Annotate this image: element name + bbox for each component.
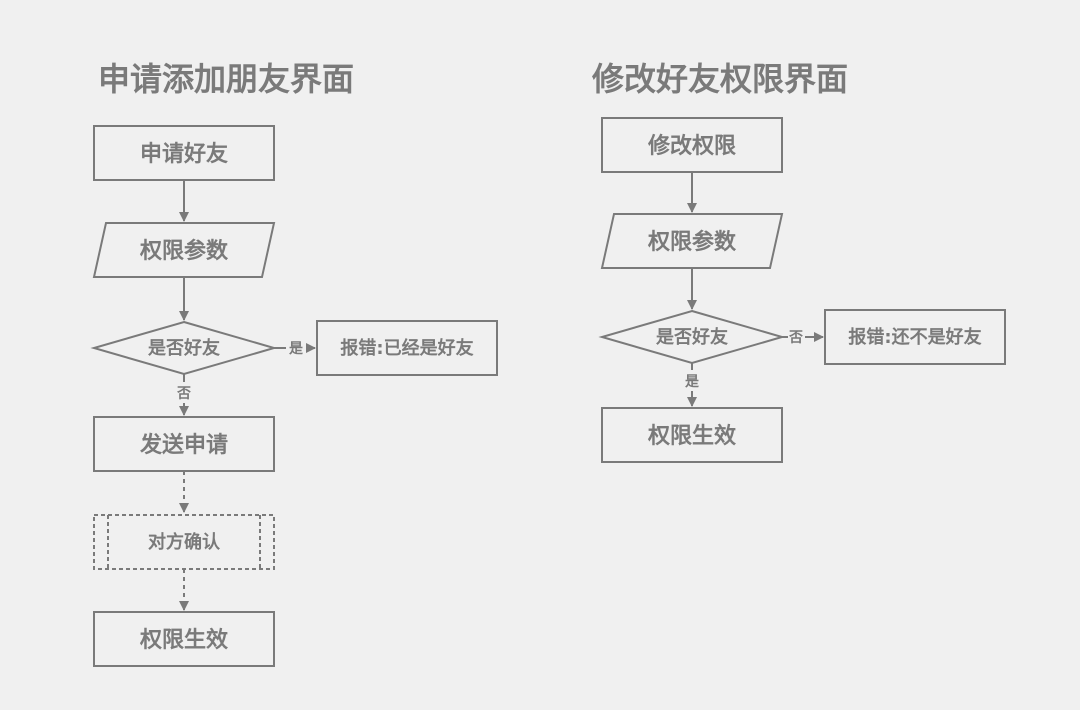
node-permission-effect-label: 权限生效 [139,627,228,653]
node-is-friend-decision-right-label: 是否好友 [655,326,728,348]
edge-no-label-right: 否 [788,330,803,346]
edge-yes-label: 是 [289,341,304,357]
node-error-not-friend: 报错:还不是好友 [824,309,1006,365]
node-request-friend: 申请好友 [93,125,275,181]
right-flowchart: 修改好友权限界面 修改权限 权限参数 是否好友 否 报错:还不是好友 是 [591,60,1006,463]
node-send-request-label: 发送申请 [139,432,228,458]
node-other-confirm-label: 对方确认 [148,531,221,553]
left-flowchart: 申请添加朋友界面 申请好友 权限参数 是否好友 是 报错:已经是好友 否 [90,60,498,667]
node-permission-effect-right: 权限生效 [601,407,783,463]
left-title: 申请添加朋友界面 [98,60,354,98]
node-permission-effect-right-label: 权限生效 [647,423,736,449]
node-is-friend-decision: 是否好友 [90,320,278,376]
node-error-already-friend-label: 报错:已经是好友 [340,337,473,359]
node-modify-permission-label: 修改权限 [647,133,736,159]
node-is-friend-decision-right: 是否好友 [598,309,786,365]
node-send-request: 发送申请 [93,416,275,472]
node-permission-params: 权限参数 [92,222,276,278]
edge-no-label: 否 [176,386,191,402]
node-permission-params-label: 权限参数 [139,238,229,264]
node-permission-params-right-label: 权限参数 [647,229,737,255]
node-other-confirm: 对方确认 [93,514,275,570]
node-is-friend-decision-label: 是否好友 [147,337,220,359]
node-modify-permission: 修改权限 [601,117,783,173]
node-permission-effect: 权限生效 [93,611,275,667]
node-error-already-friend: 报错:已经是好友 [316,320,498,376]
node-error-not-friend-label: 报错:还不是好友 [848,326,981,348]
edge-yes-label-right: 是 [685,374,700,390]
node-request-friend-label: 申请好友 [140,141,228,167]
right-title: 修改好友权限界面 [591,60,848,98]
node-permission-params-right: 权限参数 [600,213,784,269]
